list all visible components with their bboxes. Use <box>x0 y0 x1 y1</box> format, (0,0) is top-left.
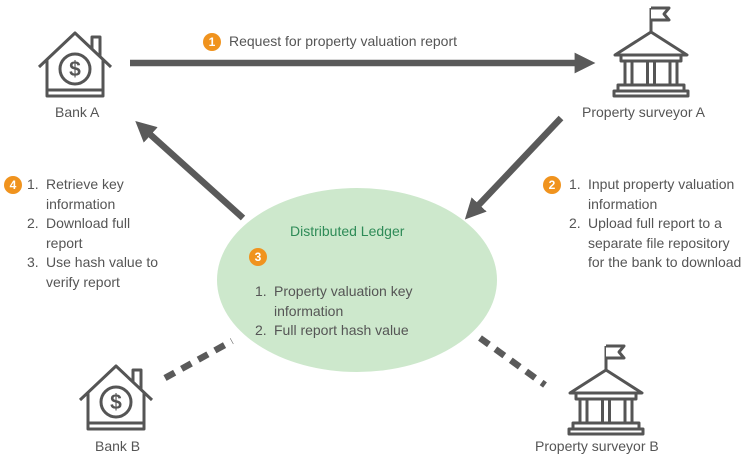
step-3-item-1: 1.Property valuation key information <box>255 283 413 319</box>
distributed-ledger-ellipse <box>217 188 497 372</box>
dashed-link-bank-b <box>163 338 234 381</box>
bank-a-label: Bank A <box>55 104 100 120</box>
step-2-item-1: 1.Input property valuation information <box>569 176 735 212</box>
step-4-item-1: 1.Retrieve key information <box>27 176 124 212</box>
step-3-badge: 3 <box>249 248 267 266</box>
surveyor-a-icon <box>612 6 690 98</box>
surveyor-b-icon <box>567 344 645 436</box>
arrow-surveyor-a-to-ledger <box>464 115 564 220</box>
dashed-link-surveyor-b <box>478 335 547 388</box>
step-2-item-2: 2.Upload full report to a separate file … <box>569 215 742 270</box>
surveyor-b-label: Property surveyor B <box>535 438 659 454</box>
step-4-item-2: 2.Download full report <box>27 215 131 251</box>
step-1-badge: 1 <box>203 33 221 51</box>
step-2-badge: 2 <box>543 176 561 194</box>
step-3-list: 1.Property valuation key information 2.F… <box>255 282 455 341</box>
ledger-title: Distributed Ledger <box>290 223 405 239</box>
step-4-badge: 4 <box>4 176 22 194</box>
bank-a-icon: $ <box>37 31 113 98</box>
bank-b-icon: $ <box>78 364 154 431</box>
step-3-item-2: 2.Full report hash value <box>255 322 409 338</box>
step-4-item-3: 3.Use hash value to verify report <box>27 254 159 290</box>
surveyor-a-label: Property surveyor A <box>582 104 705 120</box>
svg-text:$: $ <box>110 391 122 414</box>
step-1-text: Request for property valuation report <box>229 33 458 49</box>
bank-b-label: Bank B <box>95 438 141 454</box>
arrow-ledger-to-bank-a <box>135 121 246 221</box>
step-2-list: 1.Input property valuation information 2… <box>569 175 742 273</box>
svg-text:$: $ <box>69 58 81 81</box>
step-4-list: 1.Retrieve key information 2.Download fu… <box>27 175 167 292</box>
